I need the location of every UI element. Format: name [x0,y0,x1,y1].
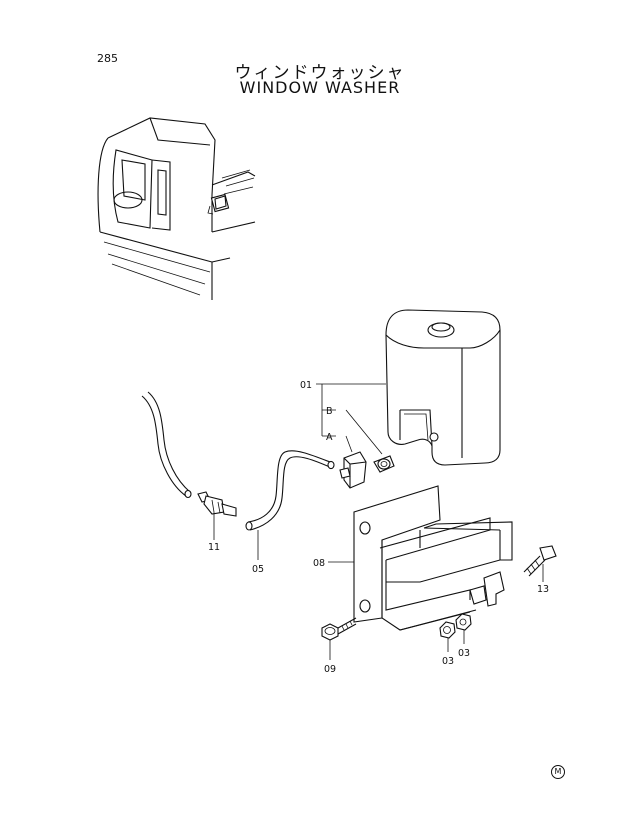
title-english: WINDOW WASHER [239,78,401,97]
bolt-13 [523,545,557,577]
machine-cab-illustration [97,117,256,300]
washer-hoses [141,391,335,531]
callout-03-b: 03 [458,648,470,659]
footer-mark: M [551,765,565,779]
callout-11: 11 [208,542,220,553]
callout-09: 09 [324,664,336,675]
callout-03-a: 03 [442,656,454,667]
title-japanese: ウィンドウォッシャ [234,63,406,83]
connector-11 [197,491,237,517]
callout-13: 13 [537,584,549,595]
page-number: 285 [97,52,118,65]
callout-b: B [326,406,333,417]
callout-01: 01 [300,380,312,391]
pump-assembly [339,451,395,489]
callout-05: 05 [252,564,264,575]
tank-bracket [353,485,513,631]
leader-lines [213,383,544,660]
washer-tank [385,309,501,466]
nut-03-a [439,621,456,639]
callout-08: 08 [313,558,325,569]
callout-a: A [326,432,333,443]
nut-03-b [455,613,472,631]
bolt-09 [321,617,357,641]
